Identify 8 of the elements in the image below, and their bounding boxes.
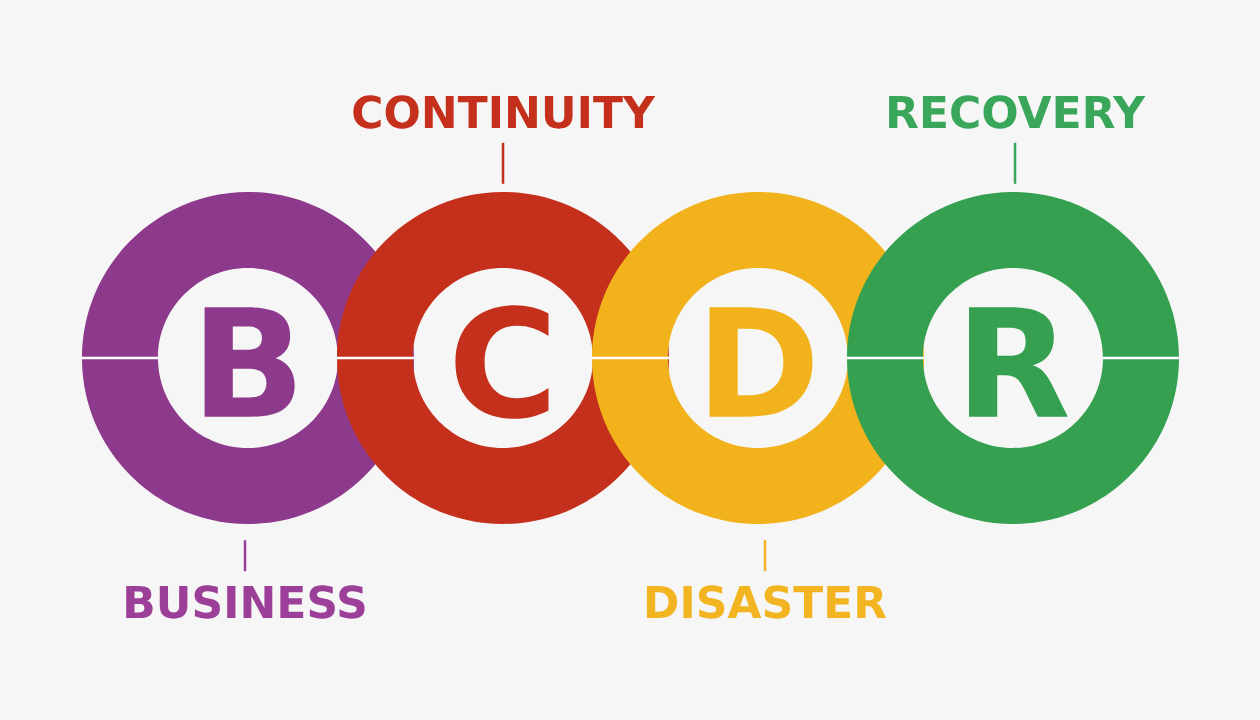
- leader-line: [763, 540, 767, 572]
- leader-line: [1013, 142, 1017, 184]
- word-label: CONTINUITY: [353, 95, 656, 129]
- leader-line: [243, 540, 247, 572]
- word-label: BUSINESS: [126, 585, 365, 619]
- leader-line: [501, 142, 505, 184]
- word-label: RECOVERY: [889, 95, 1146, 129]
- word-label: DISASTER: [646, 585, 887, 619]
